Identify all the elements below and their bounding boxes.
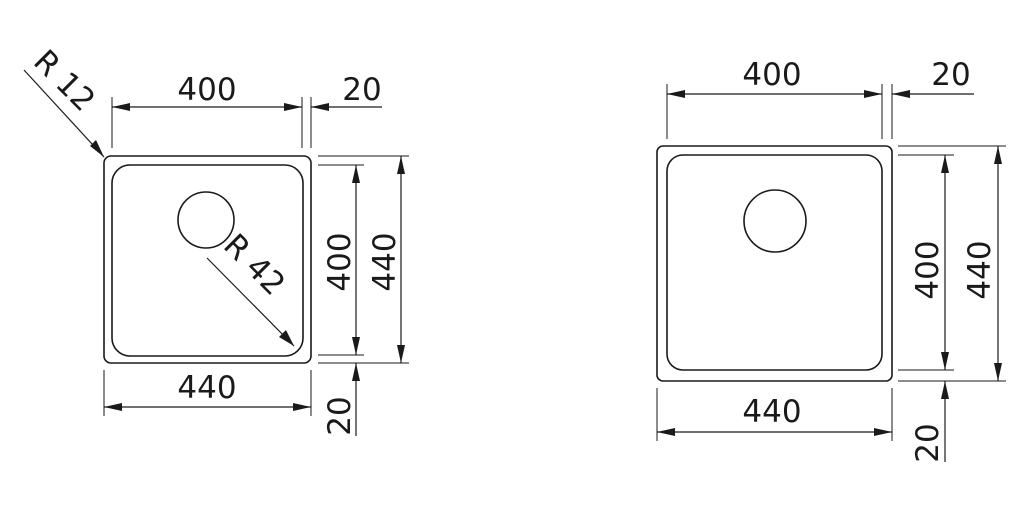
right-arrow-400-r [864, 90, 882, 98]
right-arrow-20-bottom [941, 381, 949, 399]
left-sink-drain-hole [177, 191, 235, 249]
left-dim-label-400-top: 400 [177, 72, 236, 108]
left-dim-label-20-bottom: 20 [322, 396, 358, 435]
left-dim-label-440-bottom: 440 [177, 370, 236, 406]
left-sink-outer-outline [103, 155, 312, 364]
right-dim-label-20-bottom: 20 [910, 423, 946, 462]
left-arrow-440-l [104, 403, 122, 411]
left-arrow-20-bottom [352, 363, 360, 381]
right-arrow-440v-b [994, 363, 1002, 381]
right-sink-drain-hole [743, 189, 807, 253]
left-sink-inner-bowl [111, 164, 304, 357]
right-dim-label-400-top: 400 [742, 57, 801, 93]
right-dim-label-20-top: 20 [931, 57, 970, 93]
right-dim-label-400-vert: 400 [910, 240, 946, 299]
left-dim-label-400-vert: 400 [322, 232, 358, 291]
left-radius-label-r12: R 12 [26, 43, 102, 119]
left-arrow-r12 [90, 140, 104, 157]
right-arrow-400v-b [941, 352, 949, 370]
right-sink-drawing: 400 20 440 400 440 20 [656, 57, 1006, 463]
right-arrow-440-l [657, 428, 675, 436]
left-arrow-440v-b [397, 345, 405, 363]
right-arrow-400-l [667, 90, 685, 98]
right-dim-label-440-vert: 440 [962, 240, 998, 299]
right-sink-outer-outline [656, 145, 893, 382]
left-dim-label-440-vert: 440 [367, 232, 403, 291]
right-arrow-440-r [874, 428, 892, 436]
right-arrow-440v-t [994, 146, 1002, 164]
left-arrow-20-top [311, 103, 329, 111]
left-arrow-r42 [279, 330, 294, 346]
left-arrow-400v-t [352, 165, 360, 183]
left-leader-r12 [23, 69, 105, 158]
right-dim-label-440-bottom: 440 [742, 394, 801, 430]
left-arrow-440v-t [397, 156, 405, 174]
right-sink-inner-bowl [666, 154, 883, 371]
left-dim-label-20-top: 20 [342, 72, 381, 108]
left-leader-r42 [206, 257, 295, 347]
left-arrow-400-l [112, 103, 130, 111]
right-arrow-400v-t [941, 155, 949, 173]
left-arrow-400v-b [352, 337, 360, 355]
left-arrow-400-r [284, 103, 302, 111]
left-arrow-440-r [293, 403, 311, 411]
left-sink-drawing: 400 20 440 400 440 20 R 12 R 42 [23, 43, 409, 436]
right-arrow-20-top [892, 90, 910, 98]
